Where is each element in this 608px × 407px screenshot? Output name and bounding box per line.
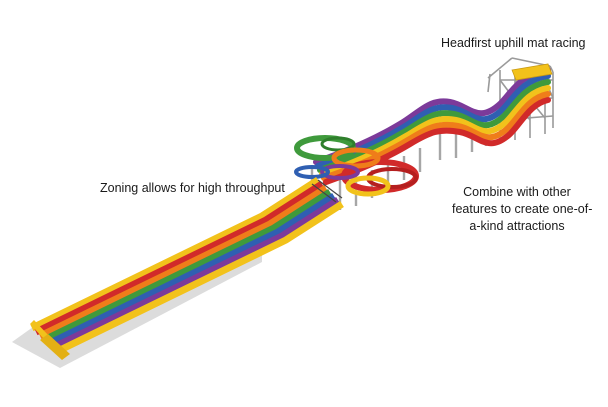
start-platform <box>511 63 553 81</box>
callout-combine-line-3: a-kind attractions <box>469 219 565 233</box>
runout-base <box>40 334 70 360</box>
callout-combine-features: Combine with other features to create on… <box>452 184 593 235</box>
lower-lanes <box>30 177 344 356</box>
callout-combine-line-1: Combine with other <box>463 185 571 199</box>
upper-lanes <box>313 67 551 185</box>
callout-uphill-mat-racing: Headfirst uphill mat racing <box>441 36 586 50</box>
callout-zoning-throughput: Zoning allows for high throughput <box>100 181 285 195</box>
callout-combine-line-2: features to create one-of- <box>452 202 593 216</box>
bowl-features <box>294 135 419 197</box>
zone-dividers <box>311 179 343 203</box>
